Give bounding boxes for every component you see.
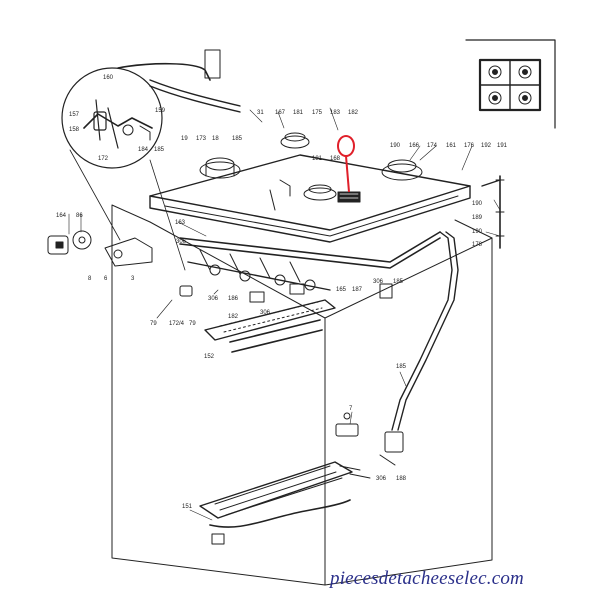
oven-burner-tray [199,461,371,545]
part-label-182-b: 182 [228,314,239,320]
part-label-172: 172 [98,156,109,162]
part-label-86: 86 [76,213,83,219]
part-label-185-d: 185 [396,364,407,370]
grill-burner-tray [204,283,336,353]
part-label-19: 19 [181,136,188,142]
hob-frame [149,154,471,243]
part-label-161: 161 [446,143,457,149]
part-label-178: 178 [472,242,483,248]
part-label-172-4: 172/4 [169,321,185,327]
part-label-176: 176 [464,143,475,149]
burner-front-center [303,184,337,201]
part-label-306-e: 306 [376,476,387,482]
part-label-306-b: 306 [373,279,384,285]
right-gas-pipe [481,175,505,249]
part-label-151: 151 [182,504,193,510]
oven-gas-pipe [379,231,459,466]
gas-manifold [179,231,441,299]
part-label-79-b: 79 [189,321,196,327]
part-label-306: 306 [176,239,187,245]
part-label-186: 186 [228,296,239,302]
part-label-3: 3 [131,276,135,282]
part-label-160: 160 [103,75,114,81]
burner-rear-center [280,132,310,149]
part-label-159: 159 [155,108,166,114]
part-label-152: 152 [204,354,215,360]
part-label-190-c: 190 [472,229,483,235]
burner-component-set [269,179,361,211]
part-label-187: 187 [352,287,363,293]
part-label-190: 190 [390,143,401,149]
part-label-184: 184 [138,147,149,153]
part-label-8: 8 [88,276,92,282]
part-label-181-b: 181 [312,156,323,162]
part-label-163: 163 [175,220,186,226]
part-label-174: 174 [427,143,438,149]
part-label-182: 182 [348,110,359,116]
part-label-185-b: 185 [232,136,243,142]
part-label-18: 18 [212,136,219,142]
label-leaders [68,107,501,521]
part-label-158: 158 [69,127,80,133]
part-label-157: 157 [69,112,80,118]
cooker-body-outline [111,204,493,586]
part-label-192: 192 [481,143,492,149]
part-label-185: 185 [154,147,165,153]
part-label-7: 7 [349,406,353,412]
highlighted-part [337,135,355,193]
part-label-31: 31 [257,110,264,116]
part-label-164: 164 [56,213,67,219]
part-label-6: 6 [104,276,108,282]
gas-inlet-pipe [117,49,241,113]
part-label-165: 165 [336,287,347,293]
part-label-306-d: 306 [260,310,271,316]
part-label-173: 173 [196,136,207,142]
part-label-168: 168 [330,156,341,162]
part-label-306-c: 306 [208,296,219,302]
part-label-166: 166 [409,143,420,149]
injector-fitting [335,412,359,437]
part-label-175: 175 [312,110,323,116]
part-label-189: 189 [472,215,483,221]
burner-front-left [199,157,241,179]
control-valve [104,237,153,267]
part-label-191: 191 [497,143,508,149]
part-label-167: 167 [275,110,286,116]
part-label-183: 183 [330,110,341,116]
watermark-text: piecesdetacheeselec.com [328,568,524,589]
part-label-188: 188 [396,476,407,482]
knob-spindle [72,230,92,250]
burner-right [381,159,423,181]
control-knob [47,235,69,255]
hob-pictogram [465,39,556,129]
part-label-181: 181 [293,110,304,116]
detail-circle [61,67,186,271]
part-label-79: 79 [150,321,157,327]
part-label-190-b: 190 [472,201,483,207]
part-label-185-c: 185 [393,279,404,285]
